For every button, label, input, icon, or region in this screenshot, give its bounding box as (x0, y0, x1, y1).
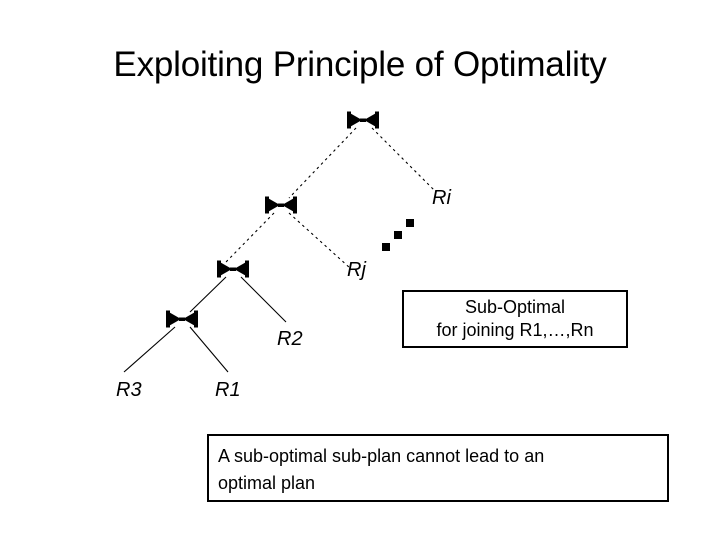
edge-join-fourth-right (189, 326, 229, 373)
leaf-label-rj: Rj (347, 259, 366, 281)
leaf-label-r3: R3 (116, 379, 142, 401)
edge-join-top-left (288, 127, 357, 199)
join-node-third-bowtie-icon (217, 260, 249, 278)
sub-optimal-callout-box: Sub-Optimal for joining R1,…,Rn (402, 290, 628, 348)
sub-optimal-line-1: Sub-Optimal (464, 297, 566, 317)
note-line-1: A sub-optimal sub-plan cannot lead to an (218, 446, 545, 466)
join-node-fourth-bowtie-icon (166, 310, 198, 328)
edge-join-fourth-left (123, 326, 176, 373)
join-node-second-bowtie-icon (265, 196, 297, 214)
leaf-label-r2: R2 (277, 328, 303, 350)
leaf-label-r1: R1 (215, 379, 241, 401)
page-title: Exploiting Principle of Optimality (113, 45, 607, 84)
edge-join-third-right (240, 276, 287, 323)
edge-join-second-right (288, 212, 351, 269)
sub-optimal-line-2: for joining R1,…,Rn (436, 320, 594, 340)
ellipsis-dots-icon (382, 219, 414, 251)
edge-join-top-right (371, 127, 437, 193)
edge-join-second-left (225, 212, 275, 263)
note-line-2: optimal plan (218, 473, 316, 493)
join-node-top-bowtie-icon (347, 111, 379, 129)
note-callout-box: A sub-optimal sub-plan cannot lead to an… (207, 434, 669, 502)
edge-join-third-left (189, 276, 227, 313)
leaf-label-ri: Ri (432, 187, 451, 209)
